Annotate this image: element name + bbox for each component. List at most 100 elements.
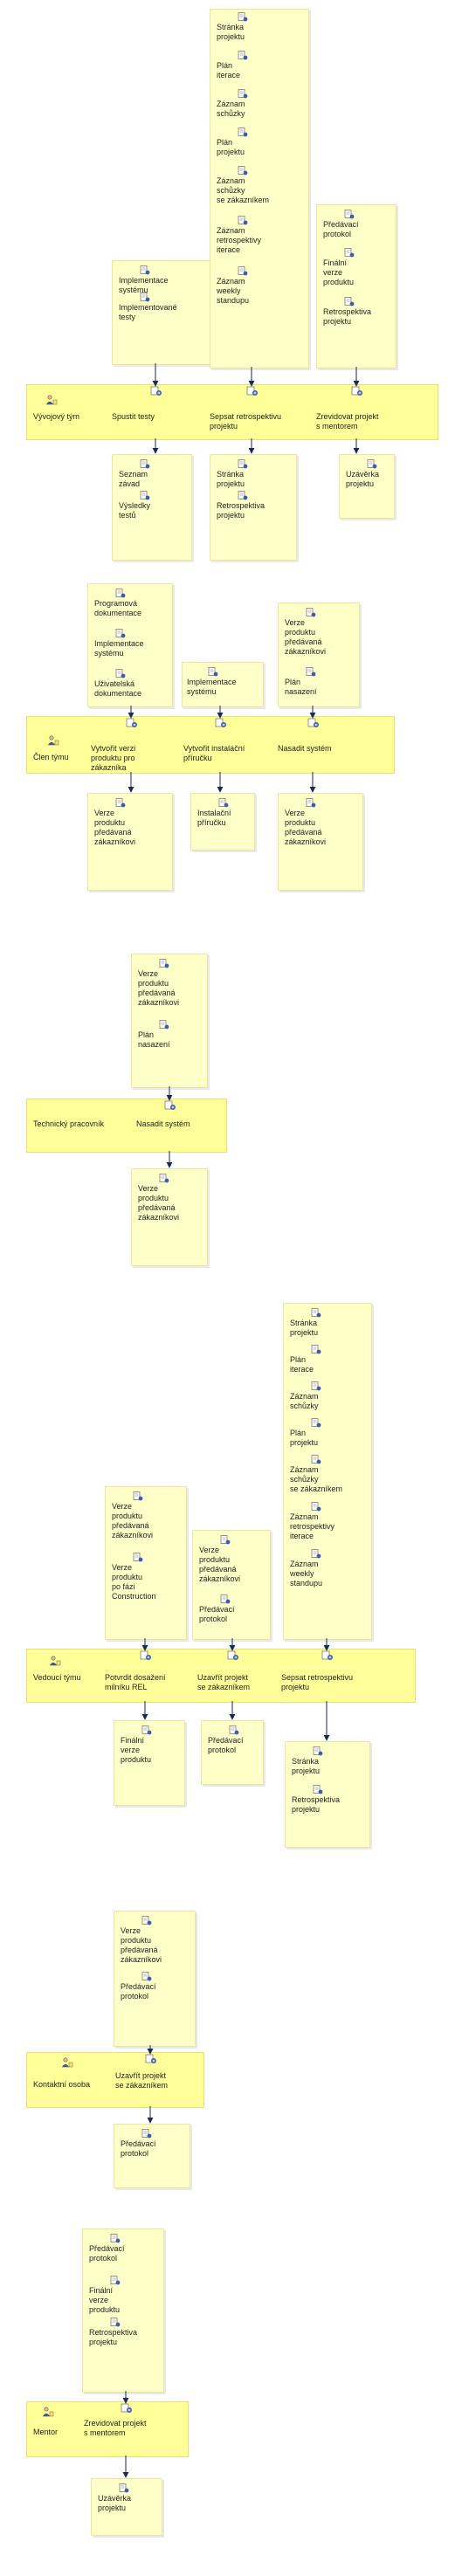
output-artifact[interactable]: Stránka projektu	[217, 459, 248, 489]
task-label[interactable]: Zrevidovat projekt s mentorem	[84, 2419, 147, 2437]
output-artifact[interactable]: Retrospektiva projektu	[292, 1785, 340, 1815]
artifact-label: Předávací protokol	[121, 1982, 156, 2001]
input-artifact[interactable]: Záznam schůzky	[290, 1381, 321, 1411]
artifact-label: Předávací protokol	[208, 1736, 244, 1754]
document-icon	[159, 959, 169, 968]
document-icon	[344, 248, 355, 258]
task-label[interactable]: Nasadit systém	[278, 744, 332, 753]
input-artifact[interactable]: Implementace systému	[94, 629, 144, 658]
output-artifact[interactable]: Verze produktu předávaná zákazníkovi	[285, 798, 326, 847]
artifact-label: Předávací protokol	[323, 220, 359, 238]
output-artifact[interactable]: Retrospektiva projektu	[217, 491, 265, 520]
output-artifact[interactable]: Verze produktu předávaná zákazníkovi	[94, 798, 135, 847]
input-artifact[interactable]: Verze produktu předávaná zákazníkovi	[112, 1491, 153, 1540]
input-artifact[interactable]: Záznam schůzky se zákazníkem	[217, 166, 269, 205]
input-artifacts-box	[210, 9, 309, 368]
artifact-label: Finální verze produktu	[323, 258, 355, 286]
artifact-label: Záznam retrospektivy iterace	[290, 1512, 335, 1540]
input-artifact[interactable]: Stránka projektu	[217, 12, 248, 42]
input-artifact[interactable]: Záznam schůzky	[217, 89, 248, 119]
artifact-label: Uzávěrka projektu	[346, 470, 380, 488]
task-label[interactable]: Uzavřít projekt se zákazníkem	[115, 2071, 169, 2090]
task-label[interactable]: Sepsat retrospektivu projektu	[210, 412, 282, 430]
role-label[interactable]: Mentor	[33, 2428, 59, 2436]
role-icon	[49, 1656, 61, 1666]
task-label[interactable]: Potvrdit dosažení milníku REL	[105, 1673, 166, 1691]
role-label[interactable]: Vývojový tým	[33, 412, 80, 421]
artifact-label: Uživatelská dokumentace	[94, 679, 142, 698]
document-icon	[220, 1595, 231, 1604]
output-artifacts-box	[131, 1168, 208, 1266]
role-swimlane	[26, 1099, 227, 1153]
input-artifact[interactable]: Záznam retrospektivy iterace	[290, 1502, 334, 1541]
input-artifacts-box	[112, 260, 211, 365]
input-artifact[interactable]: Implementace systému	[119, 265, 169, 295]
task-label[interactable]: Vytvořit verzi produktu pro zákazníka	[91, 744, 136, 772]
output-artifact[interactable]: Finální verze produktu	[121, 1725, 152, 1765]
output-artifact[interactable]: Předávací protokol	[121, 2129, 156, 2159]
role-label[interactable]: Technický pracovník	[33, 1119, 105, 1128]
input-artifact[interactable]: Implementace systému	[187, 667, 237, 697]
task-icon	[150, 386, 162, 396]
input-artifact[interactable]: Záznam weekly standupu	[217, 266, 249, 306]
role-label[interactable]: Kontaktní osoba	[33, 2080, 91, 2089]
output-artifact[interactable]: Seznam závad	[119, 459, 150, 489]
input-artifact[interactable]: Plán nasazení	[285, 667, 317, 697]
document-icon	[159, 1174, 169, 1183]
input-artifact[interactable]: Plán projektu	[290, 1418, 321, 1448]
output-artifact[interactable]: Uzávěrka projektu	[346, 459, 379, 489]
input-artifact[interactable]: Stránka projektu	[290, 1308, 321, 1338]
input-artifact[interactable]: Verze produktu předávaná zákazníkovi	[199, 1535, 240, 1584]
output-artifact[interactable]: Výsledky testů	[119, 491, 150, 520]
document-icon	[238, 166, 248, 176]
artifact-label: Uzávěrka projektu	[98, 2494, 132, 2512]
document-icon	[238, 216, 248, 225]
task-label[interactable]: Uzavřít projekt se zákazníkem	[197, 1673, 251, 1691]
input-artifact[interactable]: Verze produktu předávaná zákazníkovi	[121, 1916, 162, 1965]
output-artifact[interactable]: Stránka projektu	[292, 1746, 323, 1776]
input-artifact[interactable]: Programová dokumentace	[94, 589, 141, 618]
role-label[interactable]: Vedoucí týmu	[33, 1673, 81, 1682]
input-artifact[interactable]: Verze produktu předávaná zákazníkovi	[285, 608, 326, 657]
input-artifact[interactable]: Předávací protokol	[121, 1972, 156, 2001]
input-artifact[interactable]: Záznam weekly standupu	[290, 1549, 322, 1588]
input-artifact[interactable]: Retrospektiva projektu	[89, 2318, 137, 2347]
input-artifact[interactable]: Implementované testy	[119, 293, 177, 322]
output-artifact[interactable]: Instalační příručku	[197, 798, 231, 828]
input-artifact[interactable]: Finální verze produktu	[323, 248, 355, 287]
input-artifact[interactable]: Plán iterace	[217, 51, 248, 80]
output-artifact[interactable]: Verze produktu předávaná zákazníkovi	[138, 1174, 179, 1223]
input-artifact[interactable]: Plán iterace	[290, 1345, 321, 1374]
task-label[interactable]: Vytvořit instalační příručku	[183, 744, 245, 762]
role-label[interactable]: Člen týmu	[33, 753, 69, 761]
document-icon	[306, 667, 316, 677]
input-artifact[interactable]: Verze produktu po fázi Construction	[112, 1553, 156, 1601]
input-artifact[interactable]: Verze produktu předávaná zákazníkovi	[138, 959, 179, 1008]
task-label[interactable]: Nasadit systém	[136, 1119, 190, 1128]
output-artifact[interactable]: Uzávěrka projektu	[98, 2483, 131, 2513]
output-artifact[interactable]: Předávací protokol	[208, 1725, 244, 1755]
input-artifacts-box	[182, 662, 264, 707]
task-label[interactable]: Sepsat retrospektivu projektu	[281, 1673, 354, 1691]
input-artifact[interactable]: Retrospektiva projektu	[323, 297, 371, 327]
document-icon	[367, 459, 377, 469]
input-artifact[interactable]: Záznam retrospektivy iterace	[217, 216, 261, 255]
task-icon	[164, 1100, 176, 1111]
input-artifact[interactable]: Záznam schůzky se zákazníkem	[290, 1455, 342, 1494]
input-artifact[interactable]: Předávací protokol	[89, 2234, 125, 2263]
input-artifact[interactable]: Finální verze produktu	[89, 2276, 121, 2315]
input-artifact[interactable]: Předávací protokol	[199, 1595, 235, 1624]
input-artifact[interactable]: Plán nasazení	[138, 1020, 170, 1050]
output-artifacts-box	[278, 793, 363, 891]
output-artifacts-box	[114, 2124, 190, 2188]
input-artifact[interactable]: Uživatelská dokumentace	[94, 669, 141, 699]
task-label[interactable]: Zrevidovat projekt s mentorem	[316, 412, 379, 430]
artifact-label: Plán iterace	[217, 61, 241, 79]
input-artifact[interactable]: Plán projektu	[217, 127, 248, 157]
task-icon	[351, 386, 363, 396]
document-icon	[306, 798, 316, 808]
input-artifact[interactable]: Předávací protokol	[323, 210, 359, 239]
task-label[interactable]: Spustit testy	[112, 412, 155, 421]
document-icon	[110, 2318, 121, 2327]
